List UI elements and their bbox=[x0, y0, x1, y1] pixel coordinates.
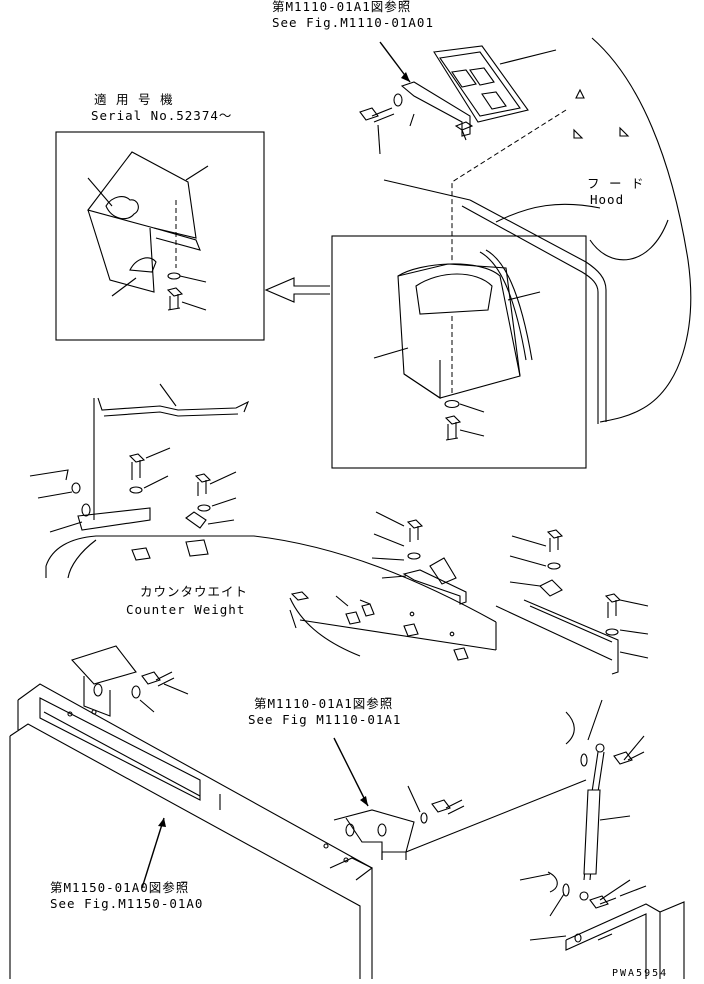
inset-cover-main bbox=[397, 249, 533, 441]
leader bbox=[181, 301, 207, 311]
leader bbox=[459, 429, 485, 437]
washer bbox=[71, 482, 81, 494]
counterweight bbox=[45, 535, 497, 661]
leader bbox=[587, 699, 645, 761]
gas-spring bbox=[547, 711, 685, 979]
bracket-center bbox=[402, 519, 467, 605]
leader bbox=[499, 49, 557, 65]
hinge-right bbox=[333, 779, 587, 860]
leader bbox=[371, 511, 407, 579]
leader bbox=[49, 521, 83, 533]
leader bbox=[409, 113, 415, 127]
leader bbox=[289, 609, 297, 629]
hinge-plate-left bbox=[77, 503, 151, 531]
hood-label-en: Hood bbox=[590, 192, 624, 207]
leader bbox=[139, 683, 189, 713]
leader bbox=[459, 403, 485, 413]
leader bbox=[461, 129, 467, 141]
ref-bottom-arrow-head bbox=[158, 818, 166, 827]
hood-label-jp: フ ー ド bbox=[587, 176, 645, 191]
leader bbox=[29, 469, 69, 481]
leader bbox=[619, 599, 649, 659]
leader bbox=[507, 291, 541, 301]
inset-arrow bbox=[264, 277, 330, 303]
ref-bottom-arrow bbox=[141, 817, 165, 889]
leader bbox=[143, 447, 171, 489]
counterweight-label-jp: カウンタウエイト bbox=[140, 584, 248, 599]
counterweight-label-en: Counter Weight bbox=[126, 602, 245, 617]
leader bbox=[377, 124, 381, 155]
hood-outline bbox=[383, 37, 692, 424]
frame bbox=[9, 683, 374, 979]
plate-bracket bbox=[393, 81, 474, 137]
ref-top-jp: 第M1110-01A1図参照 bbox=[272, 0, 411, 14]
leader bbox=[111, 277, 137, 297]
leader bbox=[37, 491, 73, 499]
ref-top-en: See Fig.M1110-01A01 bbox=[272, 15, 434, 30]
leader bbox=[185, 165, 209, 181]
ref-bottom-en: See Fig.M1150-01A0 bbox=[50, 896, 203, 911]
ref-mid-jp: 第M1110-01A1図参照 bbox=[254, 696, 393, 711]
leader bbox=[179, 275, 207, 283]
inset-box-serial bbox=[55, 131, 265, 341]
leader bbox=[373, 347, 409, 359]
inset-box-cover bbox=[331, 235, 587, 469]
serial-label-jp: 適 用 号 機 bbox=[94, 92, 174, 107]
leader bbox=[407, 785, 421, 813]
leader bbox=[509, 535, 547, 587]
serial-label-en: Serial No.52374～ bbox=[91, 108, 232, 123]
ref-mid-en: See Fig M1110-01A1 bbox=[248, 712, 401, 727]
leader bbox=[599, 815, 631, 901]
hinge-bracket-left bbox=[71, 645, 175, 717]
ref-bottom-jp: 第M1150-01A0図参照 bbox=[50, 880, 189, 895]
leader bbox=[207, 471, 237, 525]
support-rod bbox=[93, 383, 250, 520]
leader bbox=[619, 885, 647, 897]
ref-mid-arrow bbox=[333, 737, 369, 807]
drawing-code: PWA5954 bbox=[612, 968, 668, 979]
name-plate bbox=[433, 45, 529, 123]
bracket-right bbox=[495, 529, 622, 675]
leader bbox=[519, 873, 567, 941]
bolt-a bbox=[128, 453, 146, 494]
ref-top-arrow-head bbox=[401, 72, 410, 82]
leader bbox=[87, 177, 113, 207]
inset-cover bbox=[87, 151, 201, 311]
ref-mid-arrow-head bbox=[360, 796, 368, 806]
bolt-b bbox=[185, 473, 212, 529]
plate-bolt bbox=[359, 107, 395, 123]
dashed-guide bbox=[451, 109, 567, 262]
